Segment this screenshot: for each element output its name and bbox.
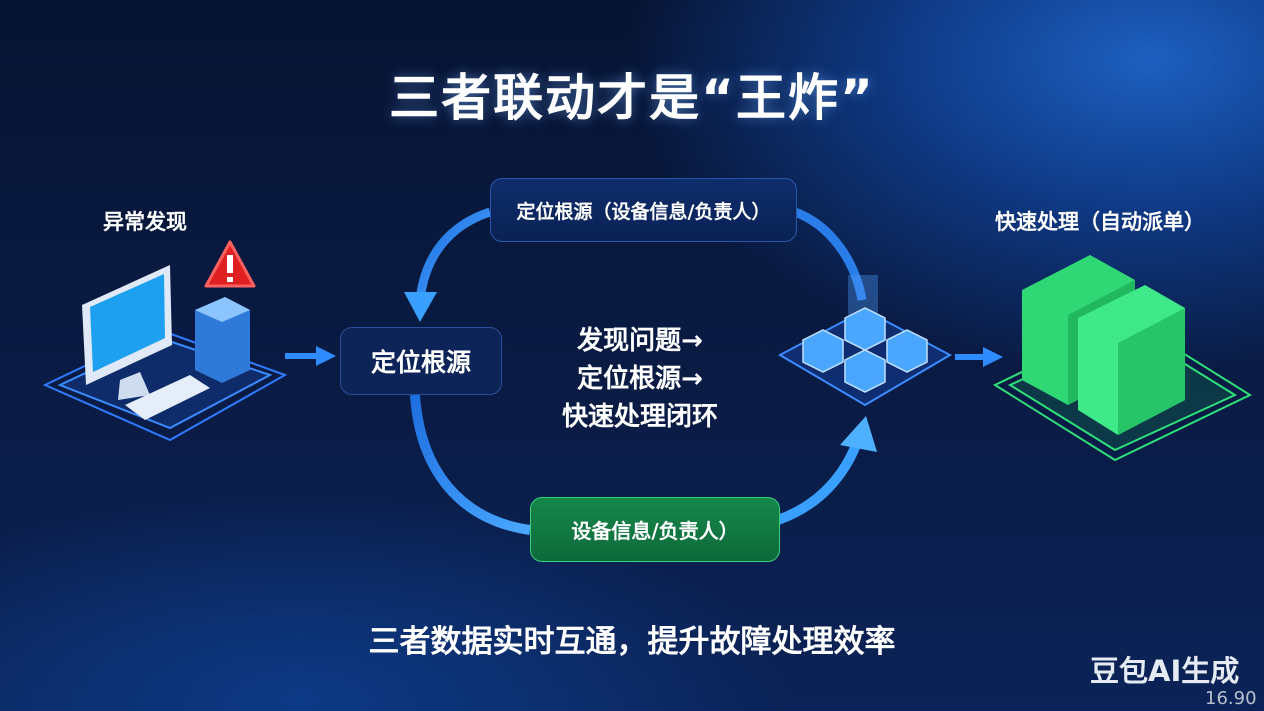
- anomaly-detection-label: 异常发现: [103, 210, 187, 234]
- cycle-arc-top-left: [404, 207, 492, 322]
- green-server-icon: [992, 255, 1253, 462]
- computer-icon: [42, 265, 288, 442]
- device-owner-box: 设备信息/负责人）: [530, 497, 780, 562]
- watermark: 豆包AI生成: [1090, 654, 1240, 688]
- locate-root-cause-box: 定位根源: [340, 327, 502, 395]
- page-title: 三者联动才是“王炸”: [389, 69, 875, 127]
- warning-icon: [204, 240, 256, 288]
- closed-loop-text: 发现问题→ 定位根源→ 快速处理闭环: [520, 322, 760, 436]
- center-line: 定位根源→: [577, 364, 703, 394]
- center-line: 快速处理闭环: [561, 402, 718, 432]
- center-line: 发现问题→: [577, 326, 703, 356]
- summary-text: 三者数据实时互通，提升故障处理效率: [368, 624, 896, 660]
- version-label: 16.90: [1205, 688, 1257, 709]
- root-cause-info-box: 定位根源（设备信息/负责人）: [490, 178, 797, 242]
- cycle-arc-bottom-right: [776, 416, 877, 525]
- arrow-right-icon: [955, 347, 1003, 367]
- arrow-right-icon: [285, 346, 336, 366]
- cycle-arc-top-right: [793, 207, 867, 301]
- server-cluster-icon: [777, 275, 953, 407]
- cycle-arc-bottom-left: [410, 394, 531, 535]
- quick-handling-label: 快速处理（自动派单）: [995, 210, 1205, 234]
